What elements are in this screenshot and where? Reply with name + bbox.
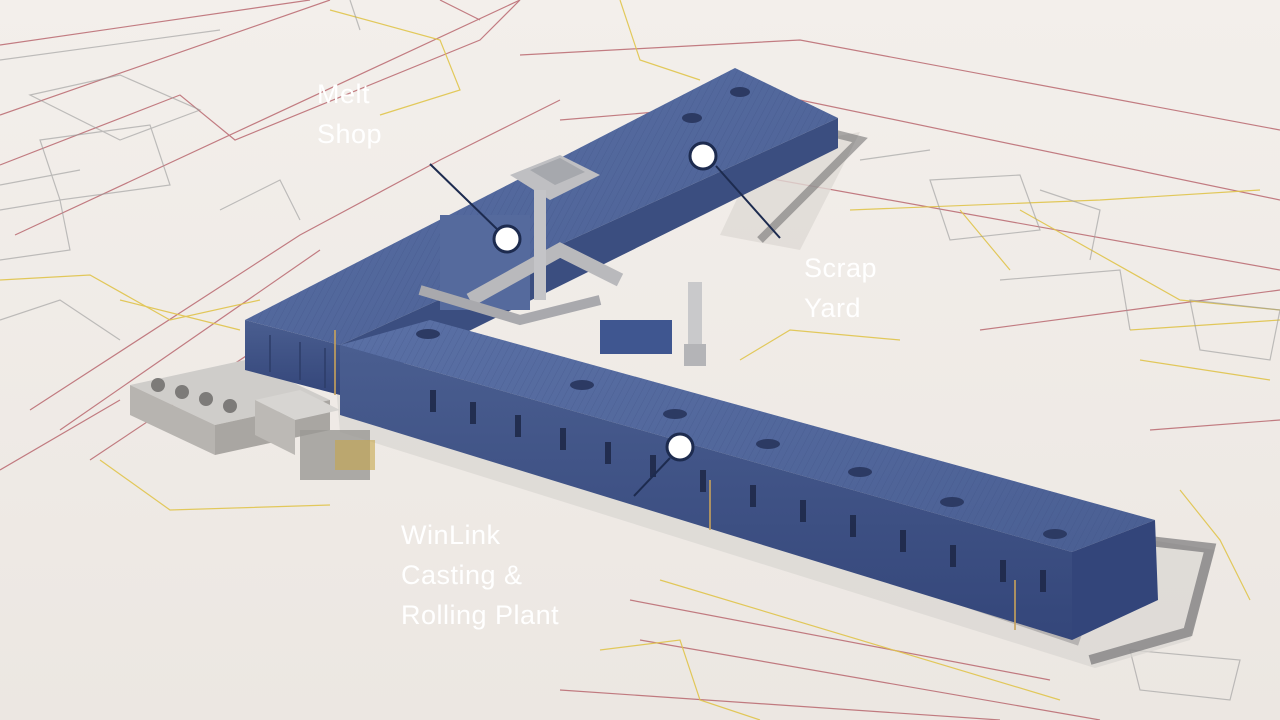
winlink-label: WinLink Casting & Rolling Plant [401,520,560,630]
scrap-yard-connector [715,165,781,239]
melt-shop-label: Melt Shop [317,79,383,149]
winlink-plant-building [334,320,1158,640]
scrap-yard-label: Scrap Yard [804,253,878,323]
winlink-marker [665,432,695,462]
melt-shop-connector [429,163,501,233]
callout-connectors [429,163,781,497]
melt-shop-marker [492,224,522,254]
winlink-connector [633,457,671,497]
scrap-yard-marker [688,141,718,171]
location-markers [492,141,718,462]
scrap-yard-callout: Scrap Yard [780,234,938,338]
furnace-ducting [418,155,706,366]
winlink-callout: WinLink Casting & Rolling Plant [378,496,634,664]
utility-block [130,360,375,480]
melt-shop-callout: Melt Shop [295,58,451,164]
